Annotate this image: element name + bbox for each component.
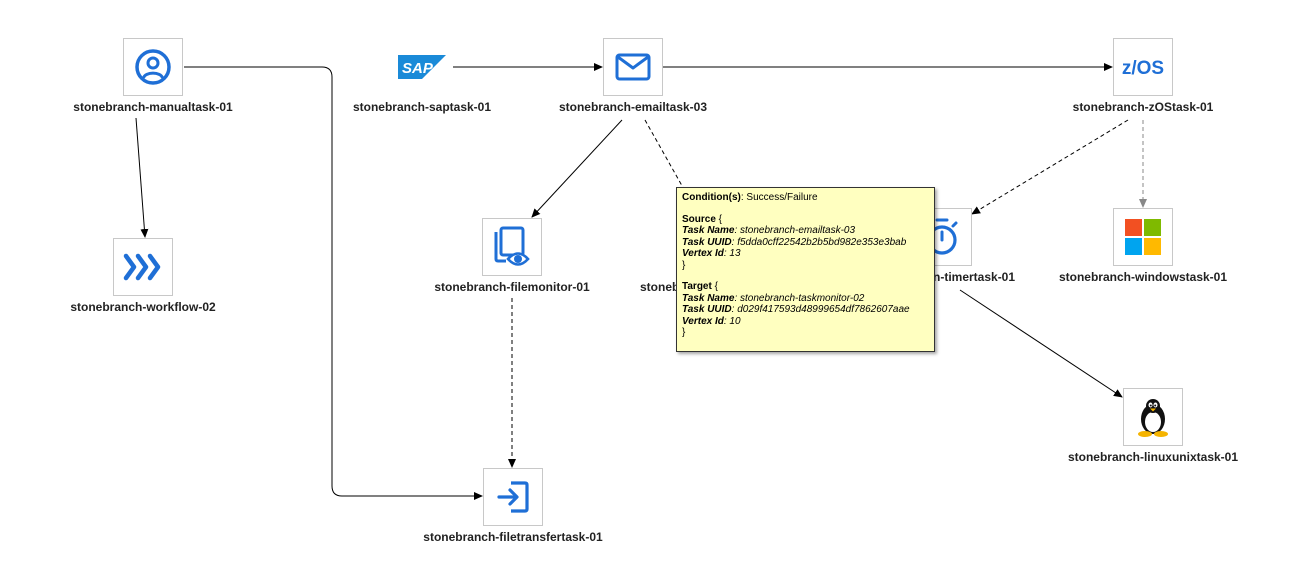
node-emailtask[interactable]: [603, 38, 663, 96]
edge-emailtask-filemonitor[interactable]: [531, 119, 623, 218]
node-zostask[interactable]: z/OS: [1113, 38, 1173, 96]
edge-timertask-linuxunixtask[interactable]: [959, 289, 1123, 398]
stopwatch-icon: [927, 218, 958, 255]
tooltip-target-task-name: Task Name: stonebranch-taskmonitor-02: [682, 292, 865, 304]
node-label: stonebranch-filetransfertask-01: [423, 530, 603, 544]
tooltip-target-task-uuid: Task UUID: d029f417593d48999654df7862607…: [682, 304, 910, 315]
zos-logo-text: z/OS: [1122, 58, 1164, 79]
tooltip-source-task-uuid: Task UUID: f5dda0cff22542b2b5bd982e353e3…: [682, 236, 907, 248]
user-circle-icon: [135, 49, 171, 85]
envelope-icon: [615, 53, 651, 81]
node-label: stonebranch-manualtask-01: [73, 100, 233, 114]
edge-manualtask-filetransfertask[interactable]: [184, 66, 483, 500]
node-linuxunixtask[interactable]: [1123, 388, 1183, 446]
node-label: stonebranch-zOStask-01: [1072, 100, 1214, 114]
node-workflow[interactable]: [113, 238, 173, 296]
sign-in-arrow-icon: [497, 481, 529, 513]
sap-logo-icon: SAP: [398, 55, 446, 79]
file-eye-icon: [494, 226, 530, 266]
tooltip-source-vertex-id: Vertex Id: 13: [682, 248, 741, 259]
edge-condition-tooltip: Condition(s): Success/Failure Source { T…: [676, 187, 935, 352]
edge-manualtask-workflow[interactable]: [135, 117, 149, 238]
node-label: stonebranch-filemonitor-01: [434, 280, 590, 294]
node-windowstask[interactable]: [1113, 208, 1173, 266]
tooltip-source-close: }: [682, 259, 686, 271]
zos-logo-icon: z/OS: [1122, 58, 1164, 79]
chevrons-right-icon: [123, 253, 161, 281]
edge-emailtask-taskmonitor[interactable]: [644, 119, 691, 201]
node-filemonitor[interactable]: [482, 218, 542, 276]
node-label: stonebranch-saptask-01: [352, 100, 492, 114]
edge-zostask-timertask[interactable]: [971, 119, 1129, 215]
tooltip-target-header: Target {: [682, 281, 718, 292]
linux-penguin-icon: [1138, 399, 1168, 437]
node-filetransfertask[interactable]: [483, 468, 543, 526]
node-label: stonebranch-workflow-02: [70, 300, 216, 314]
node-label: stonebranch-linuxunixtask-01: [1067, 450, 1239, 464]
tooltip-source-task-name: Task Name: stonebranch-emailtask-03: [682, 225, 856, 236]
node-manualtask[interactable]: [123, 38, 183, 96]
node-label: stonebranch-emailtask-03: [558, 100, 708, 114]
tooltip-target-vertex-id: Vertex Id: 10: [682, 315, 741, 327]
node-label-timertask-partial: n-timertask-01: [933, 270, 1016, 284]
node-label: stonebranch-windowstask-01: [1058, 270, 1228, 284]
sap-logo-text: SAP: [402, 60, 434, 77]
windows-logo-icon: [1125, 219, 1161, 255]
tooltip-source-header: Source {: [682, 213, 723, 225]
tooltip-condition-line: Condition(s): Success/Failure: [682, 192, 818, 203]
node-label-taskmonitor-partial: stonebl: [640, 280, 683, 294]
node-saptask[interactable]: SAP: [392, 38, 452, 96]
tooltip-target-close: }: [682, 327, 686, 338]
